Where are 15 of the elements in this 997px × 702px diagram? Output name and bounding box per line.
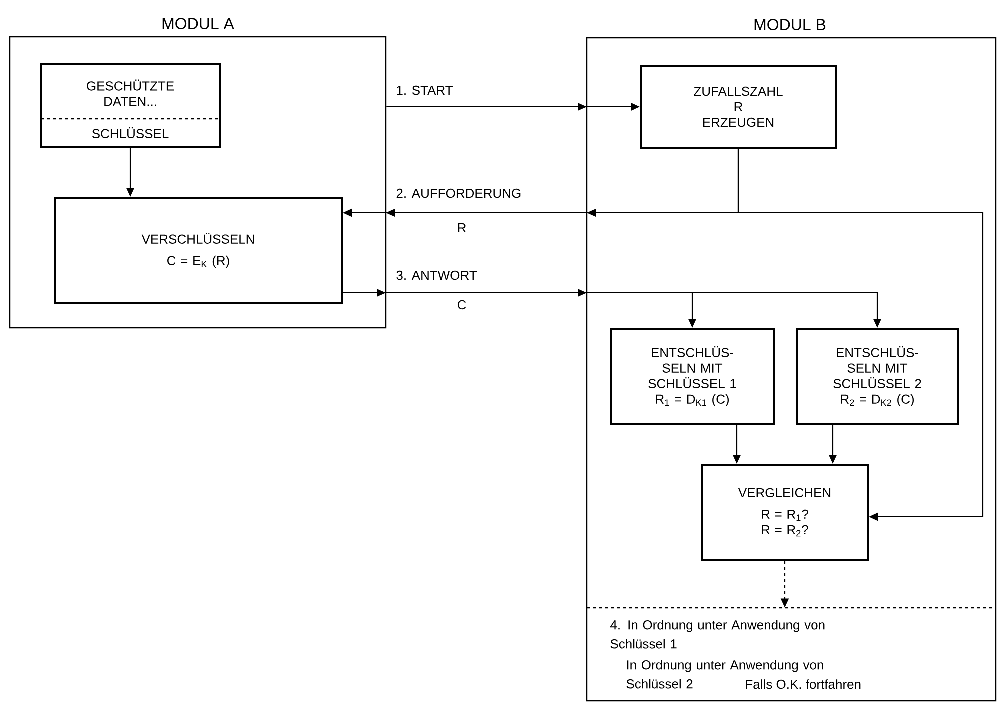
process-box: VERSCHLÜSSELN C = E$_{K}$ (R) [54,197,343,304]
process-box: ENTSCHLÜS- SELN MIT SCHLÜSSEL 1 R$_{1}$ = D$_{K1}$ (C) [610,328,775,425]
signal-label: C [458,300,466,310]
data-box: GESCHÜTZTE DATEN... SCHLÜSSEL [40,63,221,148]
node-label: MODUL B [754,19,826,30]
process-box: ZUFALLSZAHL R ERZEUGEN [640,65,837,149]
edge-label: 3. ANTWORT [396,270,478,280]
arrow [738,149,984,522]
edge-label: 2. AUFFORDERUNG [396,188,521,198]
process-box: ENTSCHLÜS- SELN MIT SCHLÜSSEL 2 R$_{2}$ = D$_{K2}$ (C) [796,328,959,425]
process-box: VERGLEICHEN R = R$_{1}$? R = R$_{2}$? [701,464,869,561]
edge-label: 1. START [397,86,453,96]
node-label: MODUL A [162,18,234,30]
result-band: 4. In Ordnung unter Anwendung von Schlüssel 1 In Ordnung unter Anwendung von Schlüssel 2 Falls O.K. fortfahren [587,607,996,690]
signal-label: R [458,224,466,232]
